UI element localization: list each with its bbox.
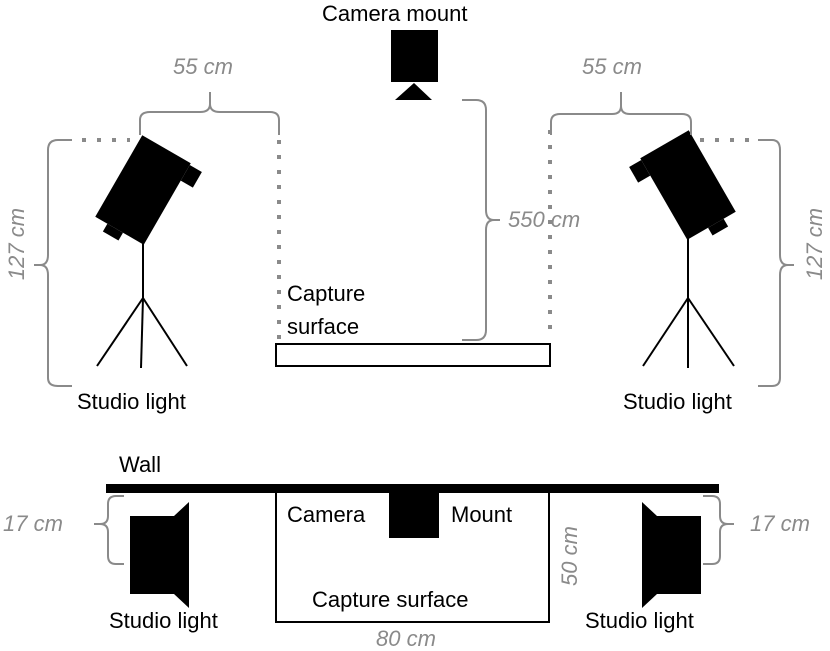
brace-right-55 bbox=[550, 92, 692, 135]
bottom-mount-label: Mount bbox=[451, 502, 513, 527]
right-studio-light bbox=[629, 130, 736, 368]
capture-surface bbox=[275, 343, 551, 367]
brace-camera-550 bbox=[462, 99, 500, 341]
wall bbox=[106, 484, 719, 493]
dim-right-17: 17 cm bbox=[750, 511, 810, 536]
dim-surface-depth-50: 50 cm bbox=[556, 526, 582, 586]
bottom-left-studio-light-label: Studio light bbox=[109, 608, 218, 633]
dim-left-127: 127 cm bbox=[4, 207, 30, 281]
bottom-right-studio-light-label: Studio light bbox=[585, 608, 694, 633]
dim-right-55: 55 cm bbox=[582, 54, 642, 79]
wall-label: Wall bbox=[119, 452, 161, 477]
camera-mount-lens bbox=[395, 83, 432, 100]
dim-right-127: 127 cm bbox=[802, 207, 828, 281]
capture-surface-label-line2: surface bbox=[287, 314, 360, 339]
bottom-camera-mount bbox=[389, 492, 439, 538]
dim-left-55: 55 cm bbox=[173, 54, 233, 79]
bottom-right-studio-light bbox=[642, 502, 701, 608]
right-studio-light-label: Studio light bbox=[623, 389, 732, 414]
brace-right-17 bbox=[703, 495, 734, 565]
camera-mount-label: Camera mount bbox=[322, 1, 468, 26]
capture-surface-label-line1: Capture bbox=[287, 281, 366, 306]
camera-mount-body bbox=[391, 30, 438, 82]
brace-left-127 bbox=[34, 139, 72, 387]
bottom-capture-surface-label: Capture surface bbox=[312, 587, 469, 612]
left-studio-light bbox=[95, 135, 202, 369]
dim-surface-width-80: 80 cm bbox=[376, 626, 436, 651]
bottom-left-studio-light bbox=[130, 502, 189, 608]
brace-left-55 bbox=[139, 92, 280, 135]
dim-camera-550: 550 cm bbox=[508, 207, 581, 232]
brace-left-17 bbox=[94, 495, 124, 565]
brace-right-127 bbox=[758, 139, 794, 387]
dim-left-17: 17 cm bbox=[3, 511, 63, 536]
bottom-camera-label: Camera bbox=[287, 502, 366, 527]
left-studio-light-label: Studio light bbox=[77, 389, 186, 414]
